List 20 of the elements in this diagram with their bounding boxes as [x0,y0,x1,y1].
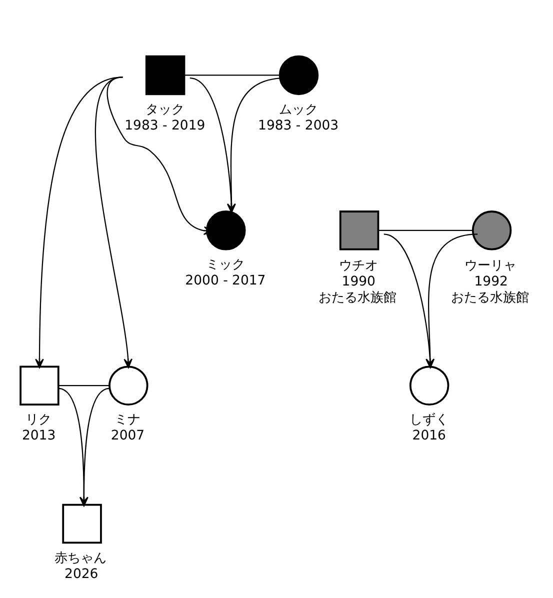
node-label: 2007 [110,428,145,444]
node-label: 2013 [22,428,56,444]
node-label: 1983 - 2003 [258,118,339,133]
node-label: 2016 [412,428,446,444]
node-label: リク [26,412,52,428]
node-label: ミック [206,256,246,272]
node-label: 赤ちゃん [54,550,107,566]
node-label: 1983 - 2019 [124,118,206,133]
node-label: タック [145,102,184,117]
node-label: ミナ [114,412,141,428]
node-label: 1990 [342,274,376,289]
node-label: 1992 [474,274,508,289]
node-label: 2026 [64,566,98,582]
node-label: ウチオ [338,258,378,273]
node-label: ムック [278,102,318,117]
node-label: おたる水族館 [451,290,530,306]
node-label: 2000 - 2017 [185,273,266,288]
node-label: おたる水族館 [318,290,397,306]
node-label: しずく [409,412,448,428]
node-label: ウーリャ [464,258,516,273]
